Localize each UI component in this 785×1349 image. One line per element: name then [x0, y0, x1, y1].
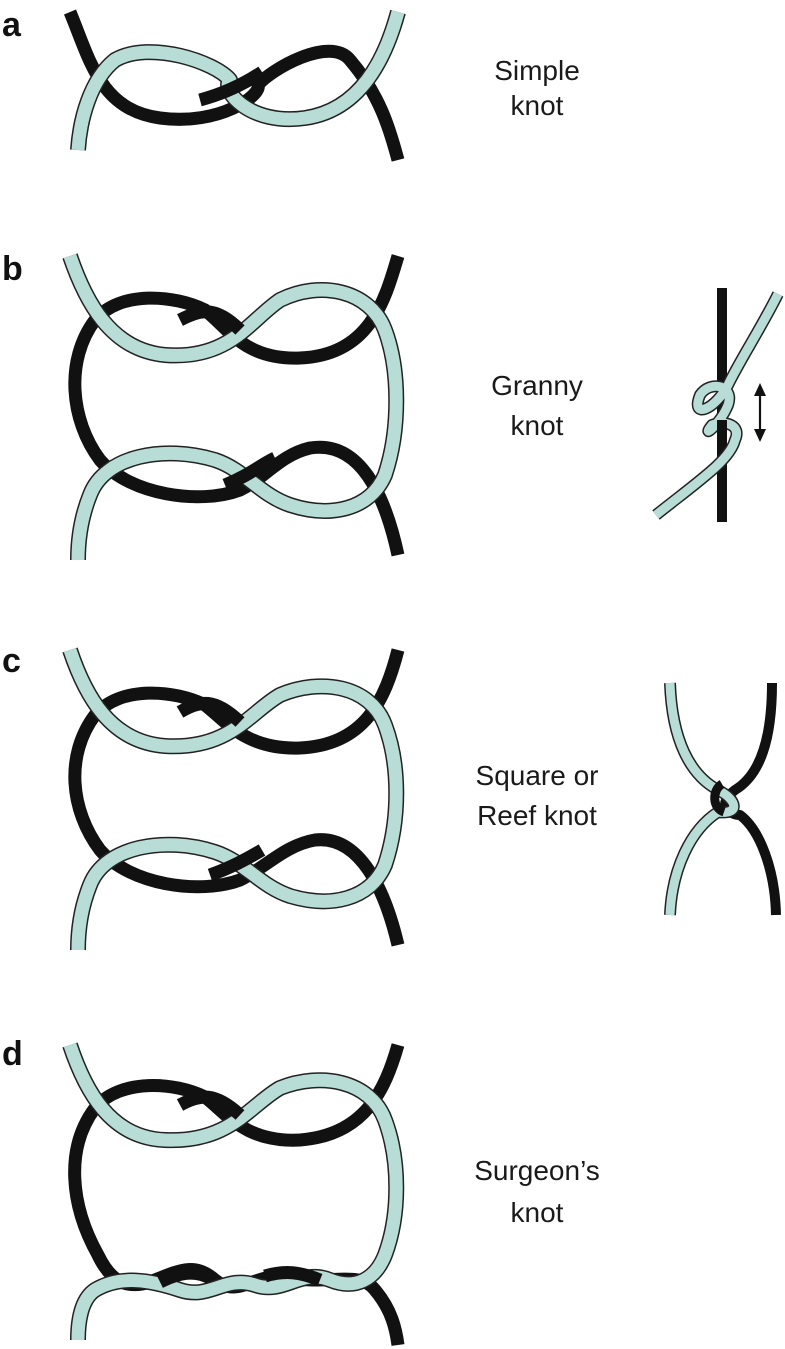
- a-dark-over-fill: [198, 66, 266, 107]
- inset-square-light: [664, 682, 740, 916]
- b-light-loop-fill: [63, 253, 403, 561]
- double-headed-arrow-icon: [754, 383, 766, 442]
- b-dark-loop-fill: [68, 254, 405, 557]
- caption-square-knot-line1: Square or: [476, 760, 599, 791]
- b-dark-over1-fill: [177, 305, 245, 335]
- panel-letter-d: d: [2, 1035, 23, 1073]
- inset-square-dark-over: [710, 780, 727, 817]
- a-dark-over: [198, 66, 266, 107]
- b-dark-over2-fill: [222, 452, 278, 492]
- c-dark-over1: [176, 696, 245, 727]
- panel-letter-b: b: [2, 250, 23, 288]
- d-dark-over1: [176, 1090, 245, 1120]
- b-dark-over2: [222, 452, 278, 492]
- caption-simple-knot-line1: Simple: [494, 55, 580, 86]
- d-dark-over3: [263, 1266, 323, 1287]
- c-dark-over1-fill: [176, 696, 245, 727]
- d-dark-over2-fill: [157, 1266, 214, 1288]
- a-light-strand: [70, 9, 406, 151]
- inset-granny-light: [652, 291, 784, 520]
- caption-surgeons-knot-line1: Surgeon’s: [474, 1155, 600, 1186]
- inset-square-light-fill: [665, 682, 739, 916]
- c-light-loop: [62, 647, 405, 951]
- d-dark-over2: [157, 1266, 214, 1288]
- caption-surgeons-knot-line2: knot: [511, 1197, 564, 1228]
- rope-drawings: [62, 9, 784, 1346]
- caption-simple-knot-line2: knot: [511, 90, 564, 121]
- caption-granny-knot-line2: knot: [511, 410, 564, 441]
- inset-granny-light-fill: [653, 291, 783, 519]
- b-dark-loop: [68, 254, 405, 557]
- d-dark-over3-fill: [263, 1266, 323, 1287]
- c-dark-over2-fill: [207, 844, 266, 882]
- d-dark-over1-fill: [176, 1090, 245, 1120]
- b-dark-over1: [177, 305, 245, 335]
- c-dark-over2: [207, 844, 266, 882]
- inset-square-dark-over-fill: [710, 780, 727, 817]
- panel-letter-c: c: [2, 642, 21, 680]
- b-light-loop: [62, 253, 405, 561]
- caption-square-knot-line2: Reef knot: [477, 800, 597, 831]
- c-light-loop-fill: [63, 647, 403, 951]
- c-dark-loop-fill: [68, 648, 405, 947]
- caption-granny-knot-line1: Granny: [491, 370, 583, 401]
- panel-letter-a: a: [2, 6, 22, 44]
- a-light-strand-fill: [71, 10, 405, 151]
- c-dark-loop: [68, 648, 405, 947]
